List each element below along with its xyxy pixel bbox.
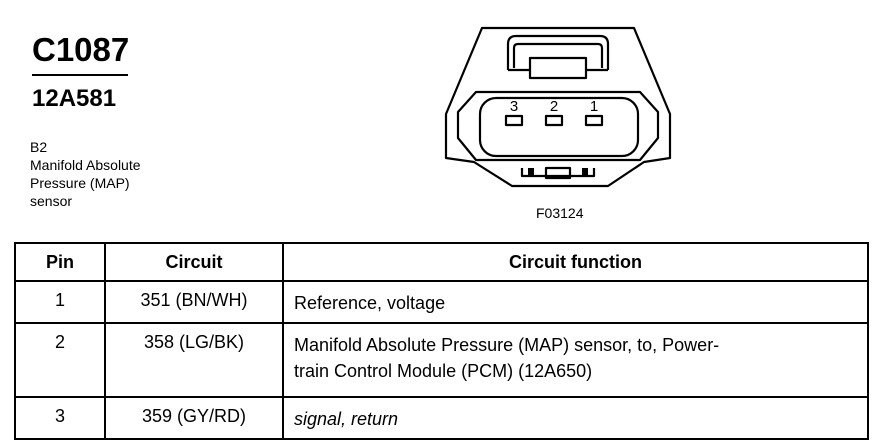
table-row: 2 358 (LG/BK) Manifold Absolute Pressure… [14,322,869,398]
circuit-cell: 358 (LG/BK) [104,322,284,398]
figure-id: F03124 [536,205,584,221]
table-row: 1 351 (BN/WH) Reference, voltage [14,280,869,324]
header-circuit-function: Circuit function [282,242,869,282]
pin-cell: 3 [14,396,106,440]
bottom-key [520,168,596,178]
description-line: Pressure (MAP) [30,175,130,191]
function-cell: signal, return [282,396,869,440]
pin-cell: 1 [14,280,106,324]
pin-cell: 2 [14,322,106,398]
function-cell: Manifold Absolute Pressure (MAP) sensor,… [282,322,869,398]
connector-housing-outline [444,26,672,188]
pin-1-terminal [584,114,604,127]
connector-id: C1087 [32,31,130,68]
circuit-cell: 351 (BN/WH) [104,280,284,324]
description-line: sensor [30,193,73,209]
function-line: Manifold Absolute Pressure (MAP) sensor,… [294,335,720,355]
pin-label-3: 3 [510,98,518,115]
circuit-table: Pin Circuit Circuit function 1 351 (BN/W… [14,242,869,440]
connector-face-diagram: 3 2 1 [444,26,672,188]
pin-3-terminal [504,114,524,127]
function-cell: Reference, voltage [282,280,869,324]
connector-description: B2 Manifold Absolute Pressure (MAP) sens… [30,138,141,210]
circuit-cell: 359 (GY/RD) [104,396,284,440]
description-line: B2 [30,139,48,155]
pin-2-terminal [544,114,564,127]
terminal-cavity [478,96,640,158]
part-number: 12A581 [32,85,117,112]
table-header-row: Pin Circuit Circuit function [14,242,869,282]
description-line: Manifold Absolute [30,157,141,173]
header-pin: Pin [14,242,106,282]
pin-label-2: 2 [550,98,558,115]
title-underline [32,74,128,76]
pin-label-1: 1 [590,98,598,115]
function-line: train Control Module (PCM) (12A650) [294,361,593,381]
table-row: 3 359 (GY/RD) signal, return [14,396,869,440]
locking-latch [506,34,610,70]
header-circuit: Circuit [104,242,284,282]
latch-tab [528,56,588,80]
connector-inner-body [456,90,660,162]
